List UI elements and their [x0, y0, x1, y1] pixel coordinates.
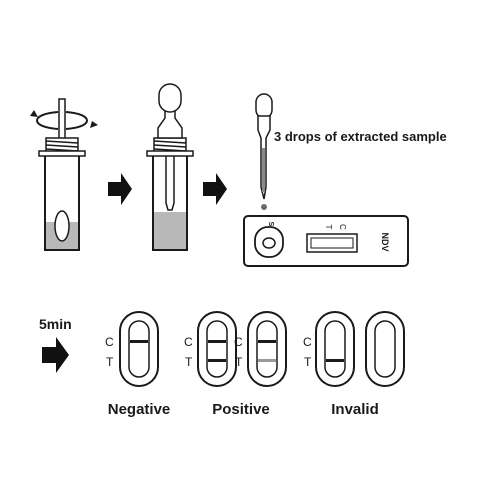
positive-label: Positive [212, 401, 270, 418]
sample-drop [261, 204, 267, 210]
control-line [258, 340, 276, 343]
test-letter: T [304, 355, 312, 369]
test-letter: T [235, 355, 243, 369]
tube-liquid [154, 212, 186, 249]
invalid-label: Invalid [331, 401, 379, 418]
control-letter: C [105, 335, 114, 349]
tube-collar [146, 150, 194, 157]
positive-strip-strong: C T [184, 311, 237, 387]
control-mark: C [338, 224, 347, 230]
step-arrow-icon [108, 173, 132, 205]
control-letter: C [303, 335, 312, 349]
time-label: 5min [39, 316, 72, 332]
test-line [208, 359, 226, 362]
negative-label: Negative [108, 401, 171, 418]
sample-well-inner [262, 237, 276, 249]
positive-strip-faint: C T [234, 311, 287, 387]
test-line [326, 359, 344, 362]
dropper-liquid [262, 148, 265, 192]
rotate-arrow-icon [36, 111, 59, 130]
step-1-swab-tube [30, 98, 98, 251]
dropper-bulb [158, 83, 182, 113]
dropper-tip [165, 152, 175, 211]
sample-mark: S [267, 222, 274, 227]
swab-head [54, 210, 70, 242]
control-line [208, 340, 226, 343]
step-3-dropping: S T C NDV [243, 93, 409, 267]
test-line-faint [258, 359, 276, 362]
negative-strip: C T [105, 311, 159, 387]
rotate-arrow-head-icon [30, 110, 38, 117]
rotate-arrow-icon [65, 111, 88, 130]
dropper-bulb [255, 93, 273, 119]
cassette-label: NDV [380, 232, 390, 251]
test-letter: T [106, 355, 114, 369]
step-arrow-icon [203, 173, 227, 205]
test-mark: T [324, 225, 333, 230]
step-arrow-icon [42, 337, 69, 373]
invalid-strip-test-only: C T [303, 311, 355, 387]
test-letter: T [185, 355, 193, 369]
instruction-text: 3 drops of extracted sample [274, 129, 447, 144]
tube-collar [38, 150, 86, 157]
control-letter: C [234, 335, 243, 349]
control-letter: C [184, 335, 193, 349]
step-2-dropper-tube [146, 83, 194, 251]
invalid-strip-no-lines [365, 311, 405, 387]
control-line [130, 340, 148, 343]
rotate-arrow-head-icon [90, 121, 98, 128]
